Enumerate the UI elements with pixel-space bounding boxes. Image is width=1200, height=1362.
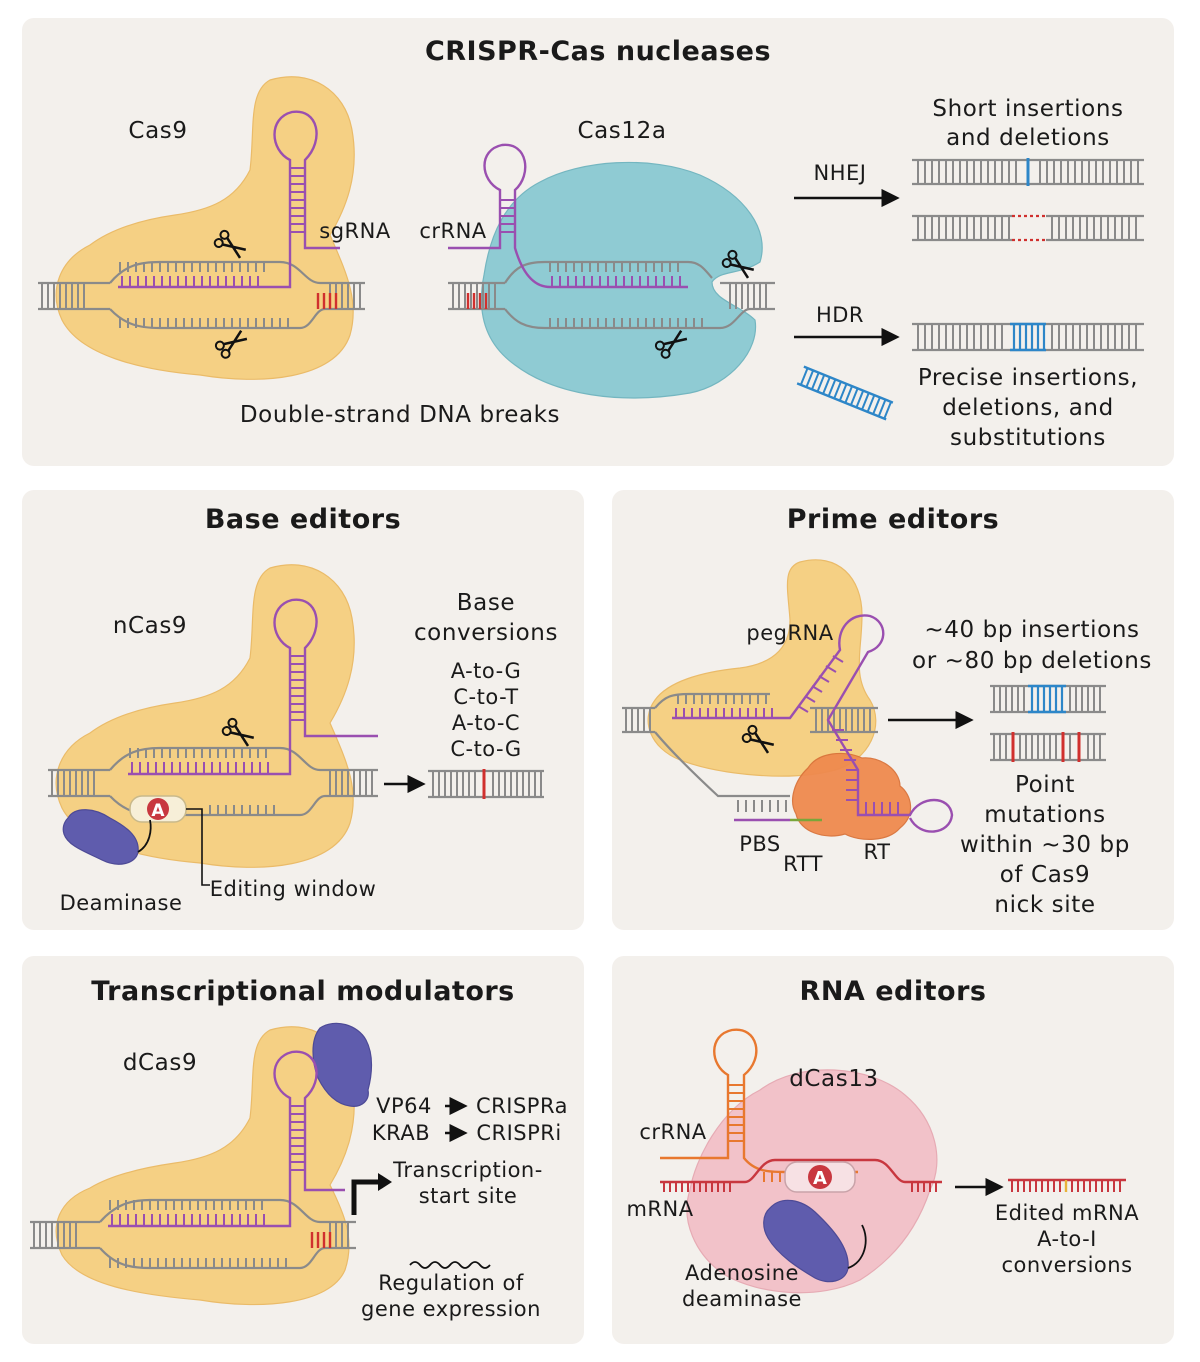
editing-window-pointer: [186, 808, 210, 886]
adenine-letter: A: [151, 801, 165, 821]
edited-mrna-line1: Edited mRNA: [995, 1201, 1139, 1225]
rna-editors-title: RNA editors: [800, 976, 987, 1007]
pbs-label: PBS: [739, 832, 781, 856]
adenosine-line2: deaminase: [682, 1287, 802, 1311]
mrna-wave-icon: [409, 1261, 491, 1269]
nhej-label: NHEJ: [814, 161, 867, 185]
dcas13-label: dCas13: [789, 1066, 879, 1092]
insertion-line1: ~40 bp insertions: [924, 617, 1139, 643]
sgrna-label: sgRNA: [319, 219, 391, 243]
pegrna-label: pegRNA: [746, 621, 833, 645]
edited-mrna-line3: conversions: [1001, 1253, 1132, 1277]
crispra-label: CRISPRa: [476, 1094, 568, 1118]
deaminase-enzyme: [62, 809, 139, 865]
base-edited-dna: [428, 769, 544, 799]
scissors-icon: [654, 330, 688, 359]
edited-mrna-line2: A-to-I: [1037, 1227, 1097, 1251]
rtt-label: RTT: [783, 852, 823, 876]
scissors-icon: [741, 724, 775, 754]
cas12a-crrna: [448, 143, 688, 289]
point-mutation-line: within ~30 bp: [960, 832, 1130, 858]
conversions-title-line1: Base: [457, 590, 515, 616]
indel-title-line2: and deletions: [946, 125, 1110, 151]
point-mutation-line: of Cas9: [1000, 862, 1090, 888]
nucleases-title: CRISPR-Cas nucleases: [425, 36, 771, 67]
crrna-label: crRNA: [419, 219, 486, 243]
editing-window-label: Editing window: [210, 877, 377, 901]
cas12a-dna: [448, 260, 775, 330]
tss-arrow-icon: [351, 1179, 380, 1215]
scissors-icon: [214, 330, 248, 359]
dcas9-label: dCas9: [123, 1050, 197, 1076]
crispri-label: CRISPRi: [476, 1121, 561, 1145]
insertion-line2: or ~80 bp deletions: [912, 648, 1152, 674]
cas12a-label: Cas12a: [577, 118, 666, 144]
point-mutation-line: nick site: [994, 892, 1095, 918]
dsb-label: Double-strand DNA breaks: [240, 402, 560, 428]
adenosine-line1: Adenosine: [685, 1261, 799, 1285]
adenosine-deaminase-enzyme: [763, 1199, 849, 1283]
rna-mrna-label: mRNA: [626, 1197, 693, 1221]
ncas9-sgrna: [128, 598, 378, 776]
precise-line1: Precise insertions,: [918, 365, 1138, 391]
krab-label: KRAB: [372, 1121, 430, 1145]
hdr-donor-template: [796, 365, 894, 421]
indel-dna-deletion: [912, 214, 1144, 242]
precise-line3: substitutions: [950, 425, 1106, 451]
cas9-dna: [38, 260, 365, 330]
target-mrna: [660, 1158, 942, 1192]
conversion-item: C-to-G: [450, 737, 521, 761]
conversions-title-line2: conversions: [414, 620, 558, 646]
pegrna: [672, 614, 954, 833]
conversion-item: C-to-T: [453, 685, 518, 709]
tss-line2: start site: [419, 1184, 518, 1208]
deaminase-label: Deaminase: [60, 891, 183, 915]
scissors-icon: [721, 249, 755, 279]
transcriptional-title: Transcriptional modulators: [91, 976, 515, 1007]
rna-adenine-marker: [808, 1165, 832, 1189]
cas12a-protein: [480, 161, 763, 399]
scissors-icon: [221, 717, 255, 747]
base-editors-title: Base editors: [205, 504, 401, 535]
ncas9-label: nCas9: [113, 613, 187, 639]
vp64-label: VP64: [376, 1094, 432, 1118]
regulation-line2: gene expression: [361, 1297, 541, 1321]
prime-dna: [622, 692, 878, 812]
reverse-transcriptase: [792, 752, 912, 840]
dcas9-dna: [30, 1198, 356, 1270]
precise-line2: deletions, and: [942, 395, 1114, 421]
rna-crrna-label: crRNA: [639, 1120, 706, 1144]
rna-adenine-letter: A: [813, 1168, 827, 1189]
indel-dna-insertion: [912, 158, 1144, 186]
rt-label: RT: [864, 840, 891, 864]
indel-title-line1: Short insertions: [932, 96, 1123, 122]
cas9-sgrna: [118, 110, 340, 289]
cas9-protein: [55, 76, 355, 380]
deaminase-linker: [847, 1224, 867, 1269]
cas9-label: Cas9: [128, 118, 187, 144]
regulation-line1: Regulation of: [378, 1271, 524, 1295]
adenine-base-marker: [147, 798, 169, 820]
point-mutation-line: mutations: [984, 802, 1106, 828]
prime-point-mutation-dna: [990, 732, 1106, 762]
tss-line1: Transcription-: [392, 1158, 543, 1182]
prime-insertion-dna: [990, 684, 1106, 714]
tss-arrow-head-icon: [378, 1173, 392, 1191]
conversion-item: A-to-C: [452, 711, 520, 735]
point-mutation-line: Point: [1015, 772, 1075, 798]
scissors-icon: [213, 229, 247, 259]
prime-ncas9-protein: [647, 559, 877, 777]
hdr-dna: [912, 322, 1144, 352]
deaminase-linker: [137, 819, 152, 853]
dcas9-sgrna: [108, 1050, 345, 1228]
prime-editors-title: Prime editors: [787, 504, 999, 535]
hdr-label: HDR: [816, 303, 864, 327]
conversion-item: A-to-G: [451, 659, 522, 683]
dcas9-protein: [55, 1026, 355, 1306]
edited-mrna: [1008, 1178, 1126, 1192]
